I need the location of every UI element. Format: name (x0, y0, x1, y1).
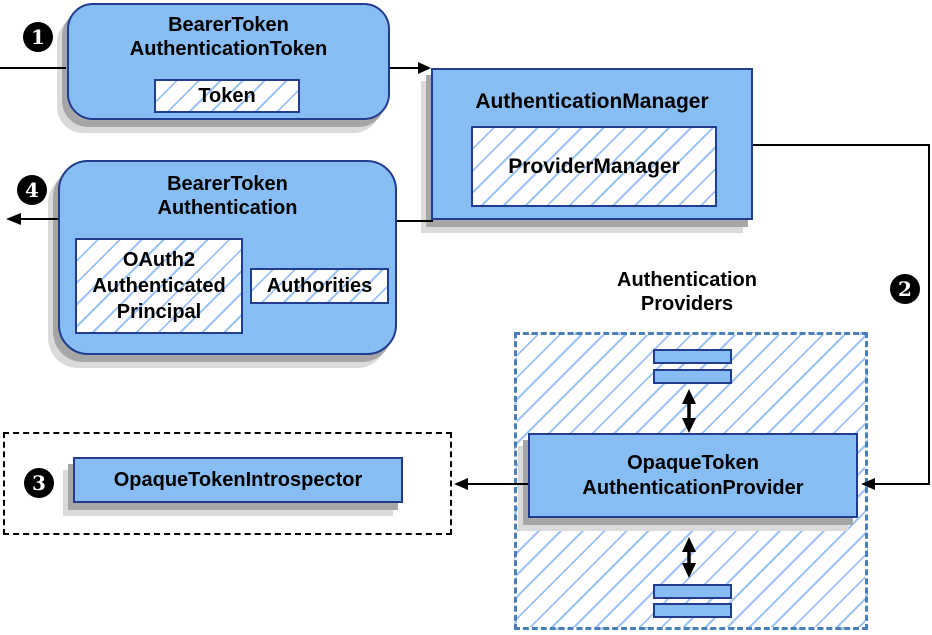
authentication-manager-node: AuthenticationManager ProviderManager (431, 68, 753, 220)
bearer-token-authentication-token-title-line1: BearerToken (168, 14, 289, 36)
opaque-token-introspector-label: OpaqueTokenIntrospector (113, 469, 363, 491)
oauth2-authenticated-principal-node: OAuth2 Authenticated Principal (75, 238, 243, 334)
authorities-label: Authorities (266, 275, 373, 297)
step-4-number: 4 (25, 178, 39, 202)
step-1-number: 1 (31, 25, 45, 49)
authentication-providers-label: Authentication Providers (557, 268, 817, 316)
bearer-token-authentication-token-node: BearerToken AuthenticationToken Token (67, 3, 390, 120)
oauth2-authenticated-principal-line3: Principal (116, 301, 202, 323)
oauth2-authenticated-principal-line1: OAuth2 (122, 249, 196, 271)
authentication-manager-title: AuthenticationManager (475, 90, 709, 113)
token-to-manager-arrowhead (418, 62, 431, 74)
authentication-providers-label-line1: Authentication (617, 269, 757, 291)
step-1-badge: 1 (23, 22, 53, 52)
step-4-badge: 4 (17, 175, 47, 205)
step-2-number: 2 (898, 277, 912, 301)
bearer-token-authentication-title: BearerToken Authentication (60, 172, 395, 220)
bearer-token-authentication-title-line2: Authentication (157, 197, 298, 219)
step-2-badge: 2 (890, 274, 920, 304)
bearer-token-authentication-node: BearerToken Authentication OAuth2 Authen… (58, 160, 397, 355)
step-4-outgoing-arrowhead (6, 213, 21, 225)
provider-manager-node: ProviderManager (471, 126, 717, 207)
provider-stack-top-bar-1 (653, 349, 732, 364)
oauth2-authenticated-principal-line2: Authenticated (92, 275, 226, 297)
provider-manager-label: ProviderManager (508, 154, 680, 178)
authorities-node: Authorities (250, 268, 389, 304)
step-3-badge: 3 (24, 468, 54, 498)
provider-stack-bottom-bar-1 (653, 584, 732, 599)
provider-stack-top-bar-2 (653, 369, 732, 384)
authentication-providers-label-line2: Providers (640, 293, 734, 315)
opaque-token-authentication-provider-line2: AuthenticationProvider (582, 476, 804, 499)
token-node: Token (154, 79, 300, 113)
opaque-token-introspector-node: OpaqueTokenIntrospector (73, 457, 403, 503)
bearer-token-authentication-title-line1: BearerToken (167, 173, 288, 195)
provider-stack-bottom-bar-2 (653, 603, 732, 618)
bearer-token-authentication-token-title: BearerToken AuthenticationToken (69, 13, 388, 61)
bearer-token-authentication-token-title-line2: AuthenticationToken (129, 38, 328, 60)
opaque-token-authentication-provider-line1: OpaqueToken (627, 451, 759, 474)
opaque-token-authentication-provider-node: OpaqueToken AuthenticationProvider (528, 433, 858, 518)
token-label: Token (198, 85, 256, 107)
provider-to-introspector-arrowhead (454, 478, 468, 490)
step-3-number: 3 (32, 471, 46, 495)
